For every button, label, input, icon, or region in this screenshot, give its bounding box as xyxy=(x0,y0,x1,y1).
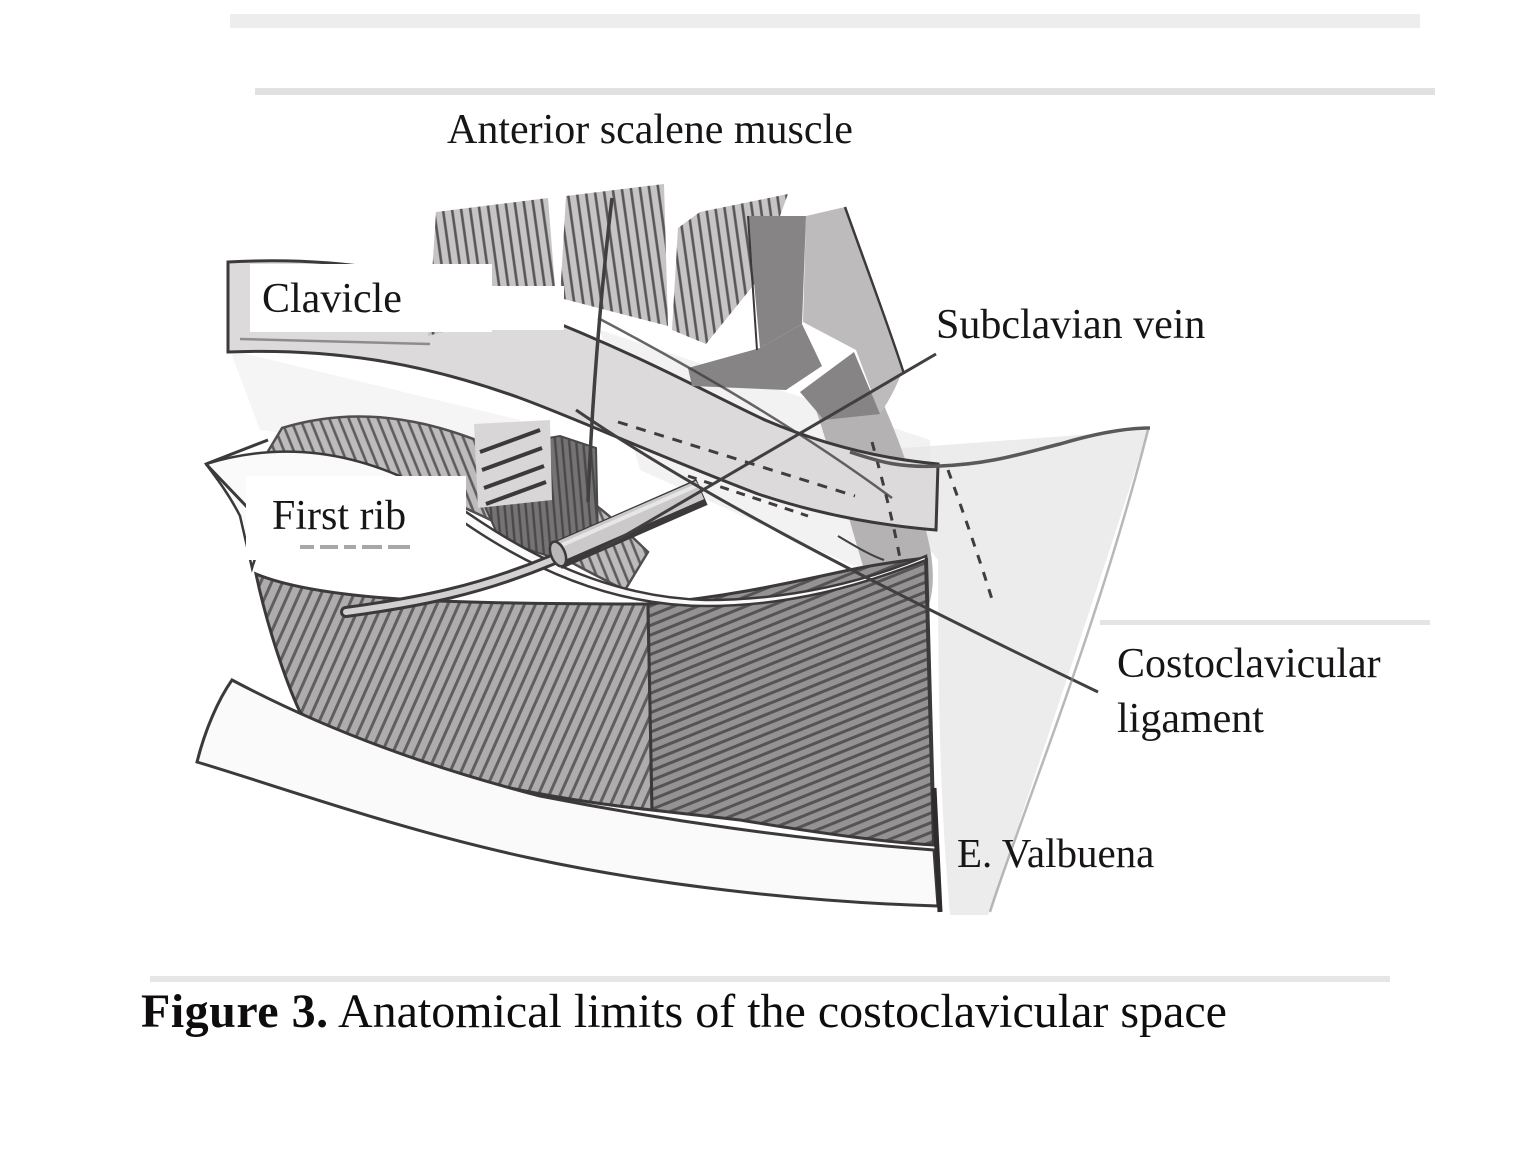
catheter-hub xyxy=(548,540,568,568)
leader-lines xyxy=(575,197,1099,694)
figure-label-clavicle: Clavicle xyxy=(262,276,402,322)
figure-label-costoclavicular-ligament: Costoclavicular ligament xyxy=(1117,641,1381,742)
label-patches xyxy=(246,264,564,560)
costoclavicular-leader-line xyxy=(575,408,1099,694)
figure-signature: E. Valbuena xyxy=(957,830,1155,876)
right-tissue-wash xyxy=(850,430,1148,915)
tissue-outline xyxy=(849,426,1151,913)
figure-caption: Figure 3. Anatomical limits of the costo… xyxy=(141,984,1227,1039)
figure-label-first-rib: First rib xyxy=(272,493,407,539)
figure-label-subclavian-vein: Subclavian vein xyxy=(936,302,1206,348)
vessel-bands xyxy=(688,206,906,420)
catheter xyxy=(340,479,708,618)
signature-edge-line xyxy=(931,787,943,913)
scan-artifacts xyxy=(150,14,1435,982)
figure-label-anterior-scalene-muscle: Anterior scalene muscle xyxy=(447,107,853,153)
figure-caption-number: Figure 3. xyxy=(141,985,329,1038)
figure-caption-text: Anatomical limits of the costoclavicular… xyxy=(337,985,1227,1038)
second-rib-bone xyxy=(195,678,940,908)
costoclavicular-ligament-shape xyxy=(474,420,552,508)
anterior-scalene-leader-line xyxy=(586,197,614,503)
illegible-microtext xyxy=(300,545,410,549)
subclavian-vein-leader-line xyxy=(599,352,937,552)
